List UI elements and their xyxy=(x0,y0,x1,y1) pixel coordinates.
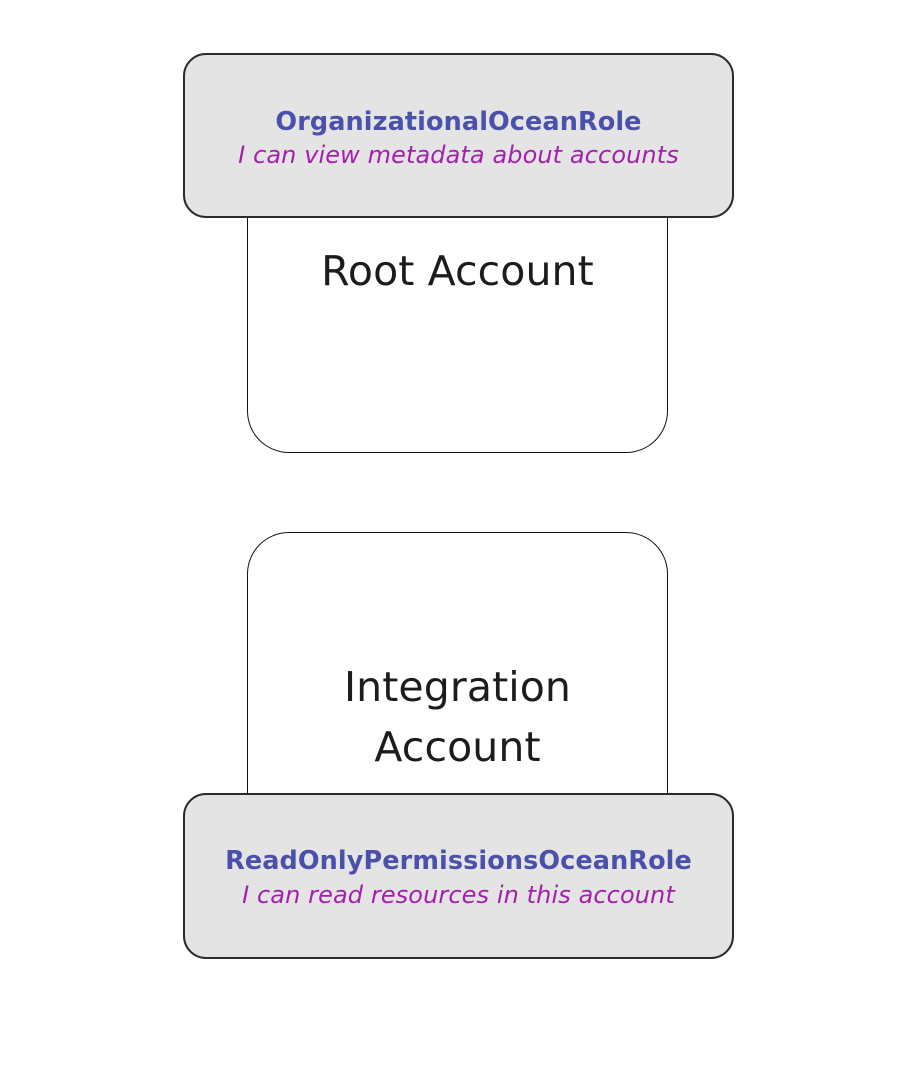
role-box-organizational-ocean-role[interactable]: OrganizationalOceanRole I can view metad… xyxy=(183,53,734,218)
account-box-root-account[interactable]: Root Account xyxy=(247,214,668,453)
account-label-integration-account: Integration Account xyxy=(343,663,572,771)
role-name-organizational-ocean-role: OrganizationalOceanRole xyxy=(275,106,642,137)
role-box-read-only-permissions-ocean-role[interactable]: ReadOnlyPermissionsOceanRole I can read … xyxy=(183,793,734,959)
role-name-read-only-permissions-ocean-role: ReadOnlyPermissionsOceanRole xyxy=(225,846,692,877)
account-box-integration-account[interactable]: Integration Account xyxy=(247,532,668,794)
account-label-root-account: Root Account xyxy=(321,247,594,295)
role-description-organizational-ocean-role: I can view metadata about accounts xyxy=(238,141,679,170)
role-description-read-only-permissions-ocean-role: I can read resources in this account xyxy=(242,880,675,909)
